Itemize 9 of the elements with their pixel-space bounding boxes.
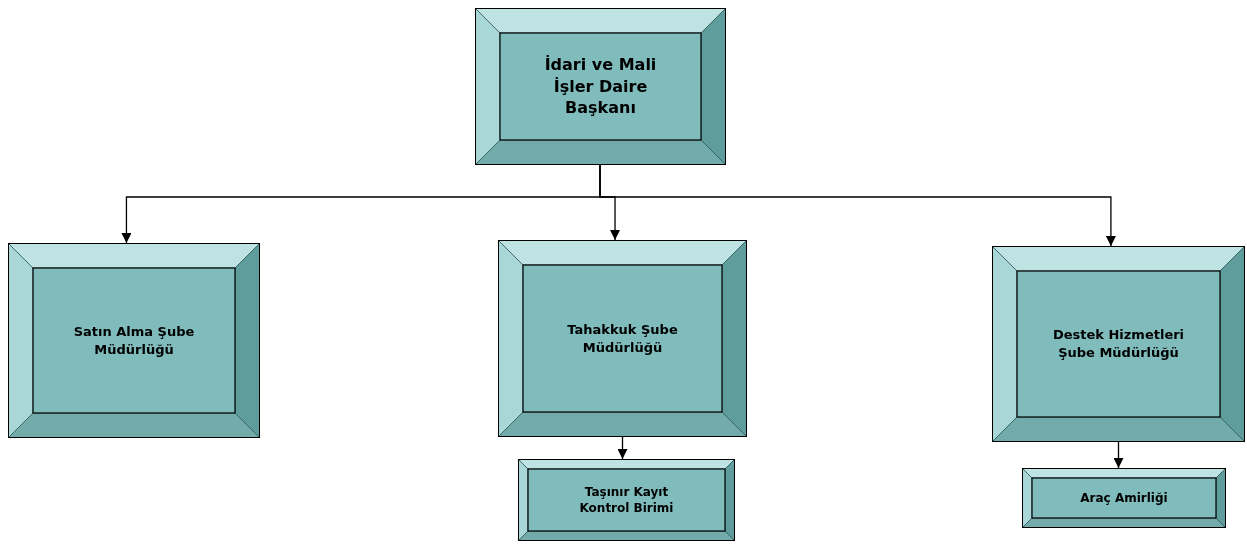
box-label: Satın Alma Şube Müdürlüğü bbox=[72, 322, 196, 359]
box-label: Araç Amirliği bbox=[1080, 489, 1168, 507]
box-label: Tahakkuk Şube Müdürlüğü bbox=[566, 320, 679, 357]
box-label: İdari ve Mali İşler Daire Başkanı bbox=[543, 54, 658, 119]
box-label: Destek Hizmetleri Şube Müdürlüğü bbox=[1051, 326, 1186, 362]
arrow bbox=[1113, 441, 1124, 469]
arrow bbox=[617, 436, 628, 460]
box-label: Taşınır Kayıt Kontrol Birimi bbox=[578, 483, 675, 517]
arrow bbox=[599, 164, 1116, 247]
